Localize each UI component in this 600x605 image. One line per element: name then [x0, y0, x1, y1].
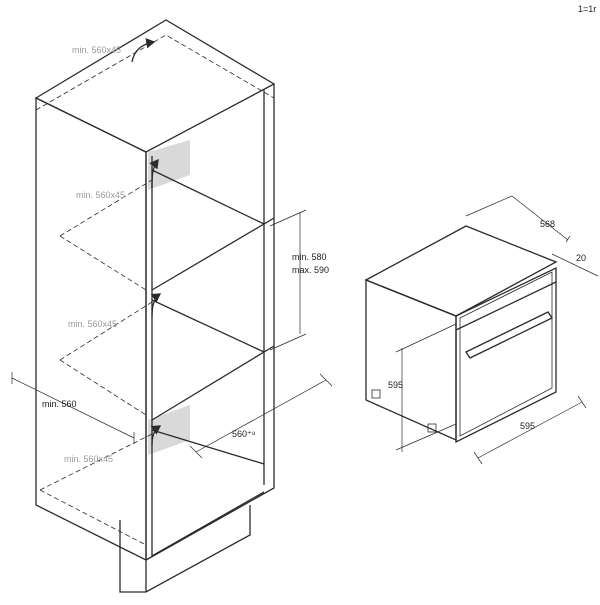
niche-height-min-label: min. 580	[292, 252, 327, 262]
upper-airflow-arrow	[149, 158, 159, 189]
oven-side-face	[365, 279, 457, 442]
middle-vent-label: min. 560x45	[68, 319, 117, 329]
top-opening-label: min. 560x45	[72, 45, 121, 55]
oven-door-offset-label: 20	[576, 253, 586, 263]
oven-width-label: 595	[520, 421, 535, 431]
tall-cabinet: min. 560x45 min. 560x45 min. 560x45 min.…	[11, 19, 333, 593]
built-in-oven: 568 20 595 595	[364, 195, 599, 465]
oven-height-label: 595	[388, 380, 403, 390]
shelf-2	[151, 299, 275, 353]
oven-front-door	[455, 266, 557, 444]
left-side-panel	[35, 96, 147, 562]
scale-label: 1=1r	[578, 4, 596, 14]
lower-vent-label: min. 560x45	[64, 454, 113, 464]
shelf-3	[151, 429, 265, 465]
oven-top-face	[364, 225, 558, 317]
niche-height-max-label: max. 590	[292, 265, 329, 275]
top-panel	[34, 19, 276, 153]
plinth	[119, 505, 251, 593]
top-airflow-arrow	[131, 38, 156, 63]
lower-vent-area	[148, 405, 190, 455]
cabinet-depth-label: 560⁺⁸	[232, 429, 256, 439]
upper-vent-label: min. 560x45	[76, 190, 125, 200]
oven-depth-label: 568	[540, 219, 555, 229]
lower-airflow-arrow	[150, 425, 162, 446]
oven-handle	[465, 311, 553, 359]
middle-airflow-arrow	[150, 293, 162, 317]
upper-vent-area	[148, 140, 190, 190]
cabinet-width-label: min. 560	[42, 399, 77, 409]
